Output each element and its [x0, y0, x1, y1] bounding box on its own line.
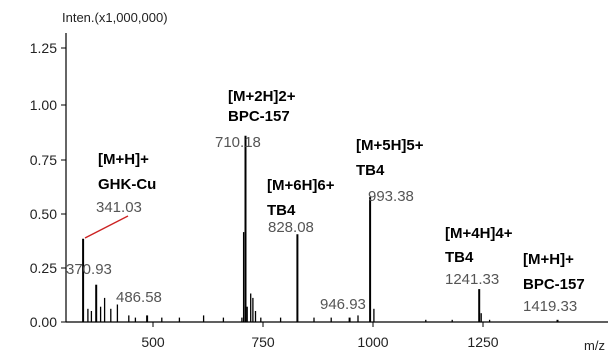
annotation-line: TB4 [445, 249, 474, 266]
peak-label-370: 370.93 [66, 261, 112, 278]
peak-label-341: 341.03 [96, 199, 142, 216]
x-tick-1: 750 [251, 322, 275, 350]
peak-label-828: 828.08 [268, 219, 314, 236]
x-tick-label: 1250 [467, 334, 498, 350]
y-axis-label: Inten.(x1,000,000) [62, 10, 168, 25]
x-tick-label: 500 [141, 334, 165, 350]
x-tick-0: 500 [141, 322, 165, 350]
annotation-line: [M+4H]4+ [445, 225, 513, 242]
y-tick-label: 0.00 [30, 314, 57, 330]
annotation-line: [M+2H]2+ [228, 88, 296, 105]
annotation-line: BPC-157 [523, 276, 585, 293]
x-tick-2: 1000 [357, 322, 389, 350]
annotation-line: [M+H]+ [98, 151, 149, 168]
x-axis-label: m/z [584, 338, 605, 353]
peak-label-1419: 1419.33 [523, 298, 577, 315]
labelled-peaks [82, 135, 559, 322]
y-tick-label: 0.50 [30, 206, 57, 222]
annotation-line: GHK-Cu [98, 176, 156, 193]
annotation-tb4-4h: [M+4H]4+ TB4 [445, 225, 517, 266]
peak-label-993: 993.38 [368, 188, 414, 205]
x-tick-label: 750 [251, 334, 275, 350]
peak-label-486: 486.58 [116, 289, 162, 306]
x-tick-label: 1000 [357, 334, 388, 350]
annotation-bpc157-h: [M+H]+ BPC-157 [523, 251, 585, 293]
annotation-line: [M+5H]5+ [356, 137, 424, 154]
ghk-cu-leader-line [84, 215, 129, 239]
y-tick-label: 1.00 [30, 97, 57, 113]
y-tick-1: 0.25 [30, 260, 66, 276]
y-tick-3: 0.75 [30, 152, 66, 168]
y-tick-5: 1.25 [30, 40, 66, 56]
y-tick-label: 0.75 [30, 152, 57, 168]
annotation-line: [M+H]+ [523, 251, 574, 268]
x-tick-3: 1250 [467, 322, 499, 350]
annotation-tb4-6h: [M+6H]6+ TB4 [267, 177, 339, 219]
annotation-tb4-5h: [M+5H]5+ TB4 [356, 137, 428, 179]
annotation-bpc157-2h: [M+2H]2+ BPC-157 [228, 88, 300, 125]
annotation-line: TB4 [356, 162, 385, 179]
annotation-ghk-cu: [M+H]+ GHK-Cu [98, 151, 156, 193]
peak-label-946: 946.93 [320, 296, 366, 313]
minor-peaks [87, 232, 491, 322]
peak-label-1241: 1241.33 [445, 271, 499, 288]
annotation-line: TB4 [267, 202, 296, 219]
y-tick-label: 1.25 [30, 40, 57, 56]
annotation-line: [M+6H]6+ [267, 177, 335, 194]
y-tick-0: 0.00 [30, 314, 66, 330]
y-tick-4: 1.00 [30, 97, 66, 113]
annotation-line: BPC-157 [228, 108, 290, 125]
y-tick-label: 0.25 [30, 260, 57, 276]
y-tick-2: 0.50 [30, 206, 66, 222]
peak-label-710: 710.18 [215, 134, 261, 151]
